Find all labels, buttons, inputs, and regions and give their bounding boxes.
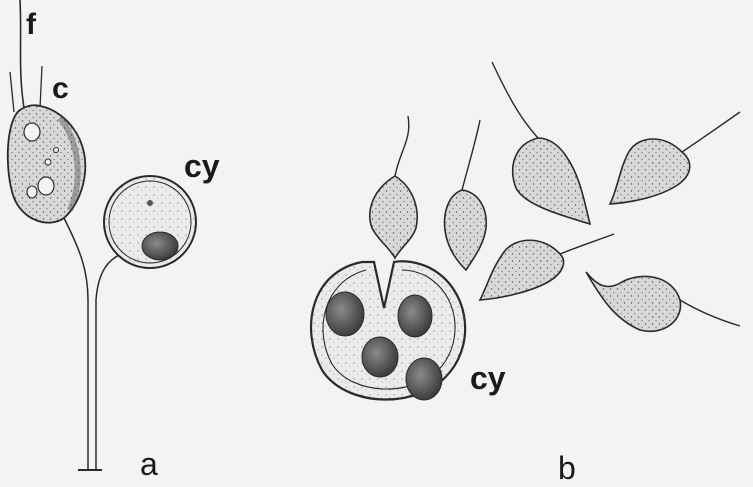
panel-b-group: [311, 62, 740, 400]
cyst-b-nucleus: [406, 358, 442, 400]
label-cyst-b: cy: [470, 362, 506, 394]
flagellum: [20, 0, 24, 108]
zoospore: [480, 234, 614, 300]
stalk: [64, 218, 126, 470]
label-panel-b: b: [558, 452, 576, 484]
cyst-a-nucleus: [142, 232, 178, 260]
label-collar: c: [52, 74, 69, 104]
cyst-b-nucleus: [326, 292, 364, 336]
zoospore: [370, 116, 417, 258]
zoospore: [586, 272, 740, 331]
cyst-b-nucleus: [398, 295, 432, 337]
zoospore: [492, 62, 590, 224]
zoospore: [610, 112, 740, 204]
label-panel-a: a: [140, 448, 158, 480]
panel-a-organism: [8, 0, 196, 470]
cyst-b-nucleus: [362, 337, 398, 377]
label-flagellum: f: [26, 10, 36, 40]
label-cyst-a: cy: [184, 150, 220, 182]
zoospore: [445, 120, 487, 270]
